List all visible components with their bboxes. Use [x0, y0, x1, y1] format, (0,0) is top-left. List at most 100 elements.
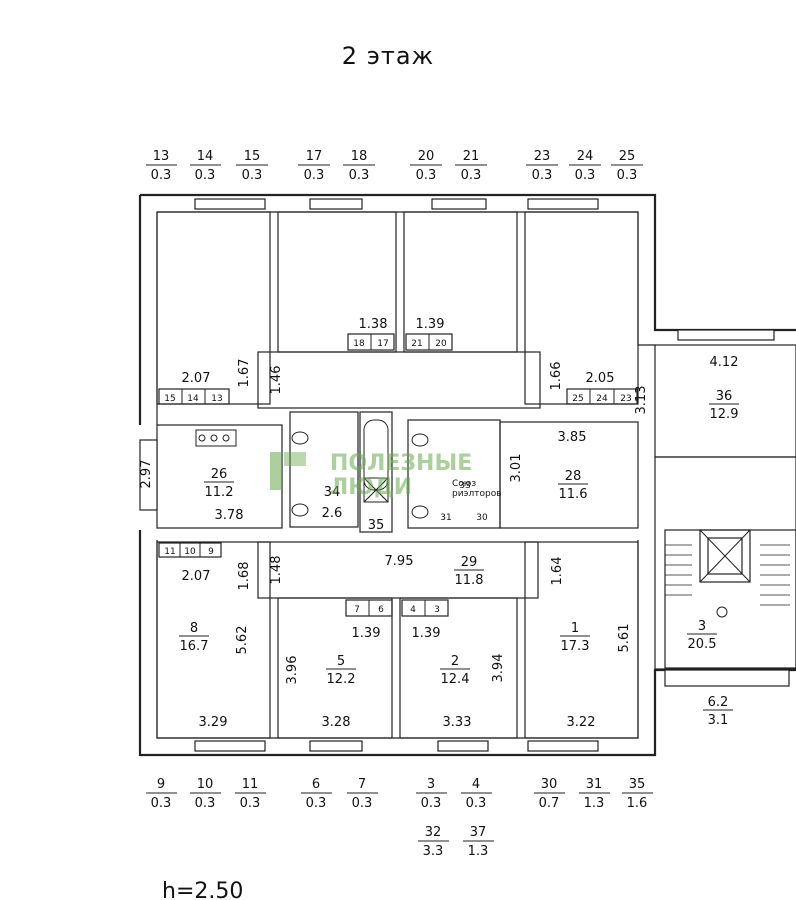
room-number: 1: [571, 621, 579, 636]
closet-label: 17: [377, 339, 388, 349]
window-area: 1.3: [584, 796, 605, 811]
window-area: 0.3: [306, 796, 327, 811]
window-area: 0.3: [532, 168, 553, 183]
room-label-small: 2.6: [322, 506, 343, 521]
window-number: 31: [586, 777, 603, 792]
window-label: 150.3: [236, 149, 268, 183]
watermark-sub2: риэлторов: [452, 489, 502, 499]
room-number: 5: [337, 654, 345, 669]
room-number: 8: [190, 621, 198, 636]
window-label: 351.6: [622, 777, 653, 811]
window-area: 1.6: [627, 796, 648, 811]
window-label: 100.3: [190, 777, 221, 811]
dimension: 3.85: [558, 430, 587, 445]
closet-label: 13: [211, 394, 222, 404]
room-number: 36: [716, 389, 733, 404]
bottom-window-labels: 90.3 100.3 110.3 60.3 70.3 30.3 40.3 300…: [146, 777, 653, 811]
room-label: 36 12.9: [709, 389, 739, 422]
room-label-small: 33: [459, 481, 470, 491]
bottom-extra-labels: 323.3 371.3: [418, 825, 494, 859]
closets: 15 14 13 18 17 21 20 25 24 23 11 10 9 7 …: [158, 333, 638, 617]
dimension: 3.33: [443, 715, 472, 730]
dimension: 2.05: [586, 371, 615, 386]
room-number: 6.2: [708, 695, 729, 710]
window-area: 0.3: [461, 168, 482, 183]
window-area: 0.3: [352, 796, 373, 811]
window-label: 70.3: [347, 777, 378, 811]
window-area: 0.3: [195, 168, 216, 183]
window-label: 200.3: [410, 149, 442, 183]
dimension: 5.62: [235, 626, 250, 655]
dimension-labels: 2.07 1.67 1.46 1.38 1.39 1.66 2.05 4.12 …: [139, 317, 738, 730]
window-label: 311.3: [579, 777, 610, 811]
closet-label: 15: [164, 394, 175, 404]
window-number: 10: [197, 777, 214, 792]
room-number: 26: [211, 467, 228, 482]
window-number: 21: [463, 149, 480, 164]
watermark-sub1: Союз: [452, 479, 476, 489]
dimension: 1.66: [549, 362, 564, 391]
window-number: 6: [312, 777, 320, 792]
dimension: 3.01: [509, 454, 524, 483]
room-label: 212.4: [440, 654, 470, 687]
window-number: 15: [244, 149, 261, 164]
window-number: 24: [577, 149, 594, 164]
window-number: 13: [153, 149, 170, 164]
window-area: 0.3: [349, 168, 370, 183]
closet-label: 3: [434, 605, 440, 615]
dimension: 1.39: [416, 317, 445, 332]
window-number: 9: [157, 777, 165, 792]
windows: [194, 198, 775, 752]
window-label: 250.3: [611, 149, 643, 183]
room-label-small: 34: [324, 485, 341, 500]
dimension: 3.96: [285, 656, 300, 685]
dimension: 2.97: [139, 460, 154, 489]
closet-label: 21: [411, 339, 422, 349]
closet-label: 23: [620, 394, 631, 404]
room-number: 3: [698, 619, 706, 634]
window-number: 4: [472, 777, 480, 792]
dimension: 1.38: [359, 317, 388, 332]
extra-label: 323.3: [418, 825, 449, 859]
dimension: 1.67: [237, 359, 252, 388]
window-label: 60.3: [301, 777, 332, 811]
window-label: 140.3: [190, 149, 221, 183]
window-area: 0.3: [575, 168, 596, 183]
window-number: 20: [418, 149, 435, 164]
room-number: 28: [565, 469, 582, 484]
watermark-line2: ЛЮДИ: [330, 475, 412, 500]
window-area: 0.3: [466, 796, 487, 811]
window-label: 240.3: [569, 149, 601, 183]
window-label: 130.3: [146, 149, 177, 183]
floor-title: 2 этаж: [342, 42, 434, 70]
dimension: 2.07: [182, 371, 211, 386]
closet-label: 25: [572, 394, 583, 404]
dimension: 1.64: [550, 557, 565, 586]
room-number: 2: [451, 654, 459, 669]
walls: [138, 193, 796, 757]
closet-label: 20: [435, 339, 447, 349]
room-area: 11.8: [455, 573, 484, 588]
window-label: 210.3: [455, 149, 487, 183]
closet-label: 9: [208, 547, 214, 557]
window-number: 18: [351, 149, 368, 164]
window-number: 3: [427, 777, 435, 792]
window-label: 180.3: [343, 149, 375, 183]
ceiling-height: h=2.50: [162, 879, 243, 900]
room-area: 17.3: [561, 639, 590, 654]
dimension: 3.28: [322, 715, 351, 730]
top-window-labels: 130.3 140.3 150.3 170.3 180.3 200.3 210.…: [146, 149, 643, 183]
room-area: 12.9: [710, 407, 739, 422]
window-area: 0.3: [240, 796, 261, 811]
dimension: 1.39: [412, 626, 441, 641]
window-number: 35: [629, 777, 646, 792]
window-number: 30: [541, 777, 558, 792]
dimension: 4.12: [710, 355, 739, 370]
window-number: 11: [242, 777, 259, 792]
closet-label: 4: [410, 605, 416, 615]
window-label: 230.3: [526, 149, 558, 183]
window-number: 7: [358, 777, 366, 792]
